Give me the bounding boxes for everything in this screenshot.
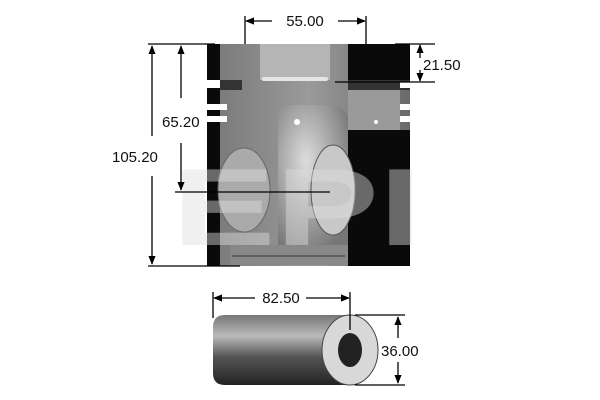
ring-grooves [207, 80, 410, 130]
piston [207, 44, 410, 266]
dimension-label-bowl-diameter: 55.00 [286, 13, 324, 30]
section-right-bottom [348, 130, 410, 266]
combustion-bowl [260, 44, 330, 80]
section-left [207, 44, 220, 266]
dimension-label-compression-height: 65.20 [162, 114, 200, 131]
dimension-65-20: 65.20 [162, 45, 330, 193]
pin-bore [338, 333, 362, 367]
piston-pin [213, 314, 379, 386]
dimension-label-top-land: 21.50 [423, 57, 461, 74]
dimension-105-20: 105.20 [112, 43, 240, 267]
dimension-82-50: 82.50 [212, 290, 351, 330]
dimension-36-00: 36.00 [355, 314, 419, 386]
dimension-label-total-height: 105.20 [112, 149, 158, 166]
dimension-55: 55.00 [244, 13, 367, 44]
section-right-top [348, 44, 410, 80]
dimension-label-pin-diameter: 36.00 [381, 343, 419, 360]
dimension-21-50: 21.50 [335, 43, 461, 83]
bowl-edge [262, 77, 328, 81]
pin-boss [217, 105, 356, 265]
watermark-logo: EPI [172, 146, 422, 269]
dimension-label-pin-length: 82.50 [262, 290, 300, 307]
